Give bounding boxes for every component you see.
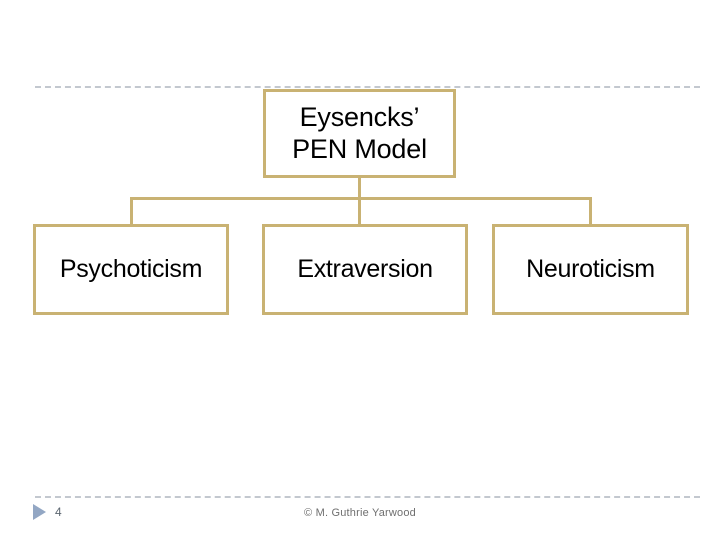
connector-drop-left bbox=[130, 197, 133, 225]
diagram-node-psychoticism: Psychoticism bbox=[33, 224, 229, 315]
bottom-divider-rule bbox=[35, 496, 700, 498]
connector-drop-middle bbox=[358, 197, 361, 225]
diagram-node-label: Neuroticism bbox=[526, 255, 655, 283]
copyright-text: © M. Guthrie Yarwood bbox=[304, 507, 416, 519]
diagram-title-node: Eysencks’ PEN Model bbox=[263, 89, 456, 178]
diagram-node-extraversion: Extraversion bbox=[262, 224, 468, 315]
play-triangle-icon[interactable] bbox=[33, 504, 46, 520]
connector-drop-right bbox=[589, 197, 592, 225]
connector-stem bbox=[358, 177, 361, 199]
diagram-node-label: Psychoticism bbox=[59, 255, 203, 283]
diagram-title-label: Eysencks’ PEN Model bbox=[292, 101, 427, 164]
connector-horizontal-bar bbox=[130, 197, 592, 200]
slide-number: 4 bbox=[55, 505, 62, 519]
diagram-node-neuroticism: Neuroticism bbox=[492, 224, 689, 315]
diagram-node-label: Extraversion bbox=[297, 255, 433, 283]
footer-nav[interactable]: 4 bbox=[33, 504, 62, 520]
top-divider-rule bbox=[35, 86, 700, 88]
